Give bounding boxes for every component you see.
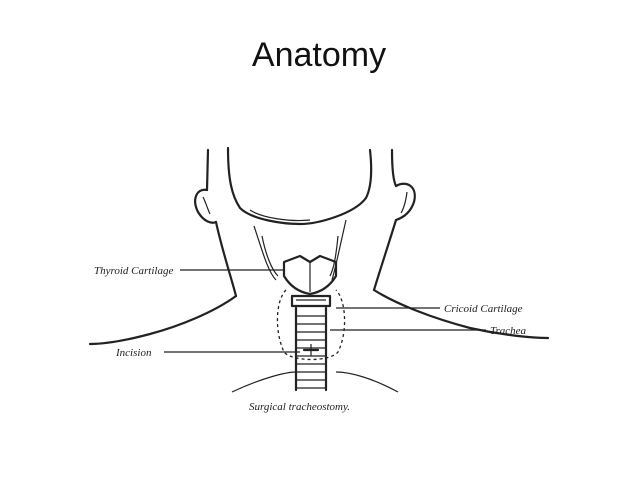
diagram-caption: Surgical tracheostomy. <box>249 401 350 413</box>
label-cricoid-cartilage: Cricoid Cartilage <box>444 303 523 315</box>
label-trachea: Trachea <box>490 325 527 337</box>
slide-title: Anatomy <box>251 36 387 74</box>
trachea <box>294 306 328 392</box>
thyroid-cartilage <box>282 254 338 296</box>
neck-outline <box>88 146 550 393</box>
leader-lines <box>164 269 486 353</box>
cricoid-cartilage <box>290 294 332 308</box>
incision-outline <box>276 289 346 361</box>
label-thyroid-cartilage: Thyroid Cartilage <box>94 265 173 277</box>
label-incision: Incision <box>115 347 152 359</box>
